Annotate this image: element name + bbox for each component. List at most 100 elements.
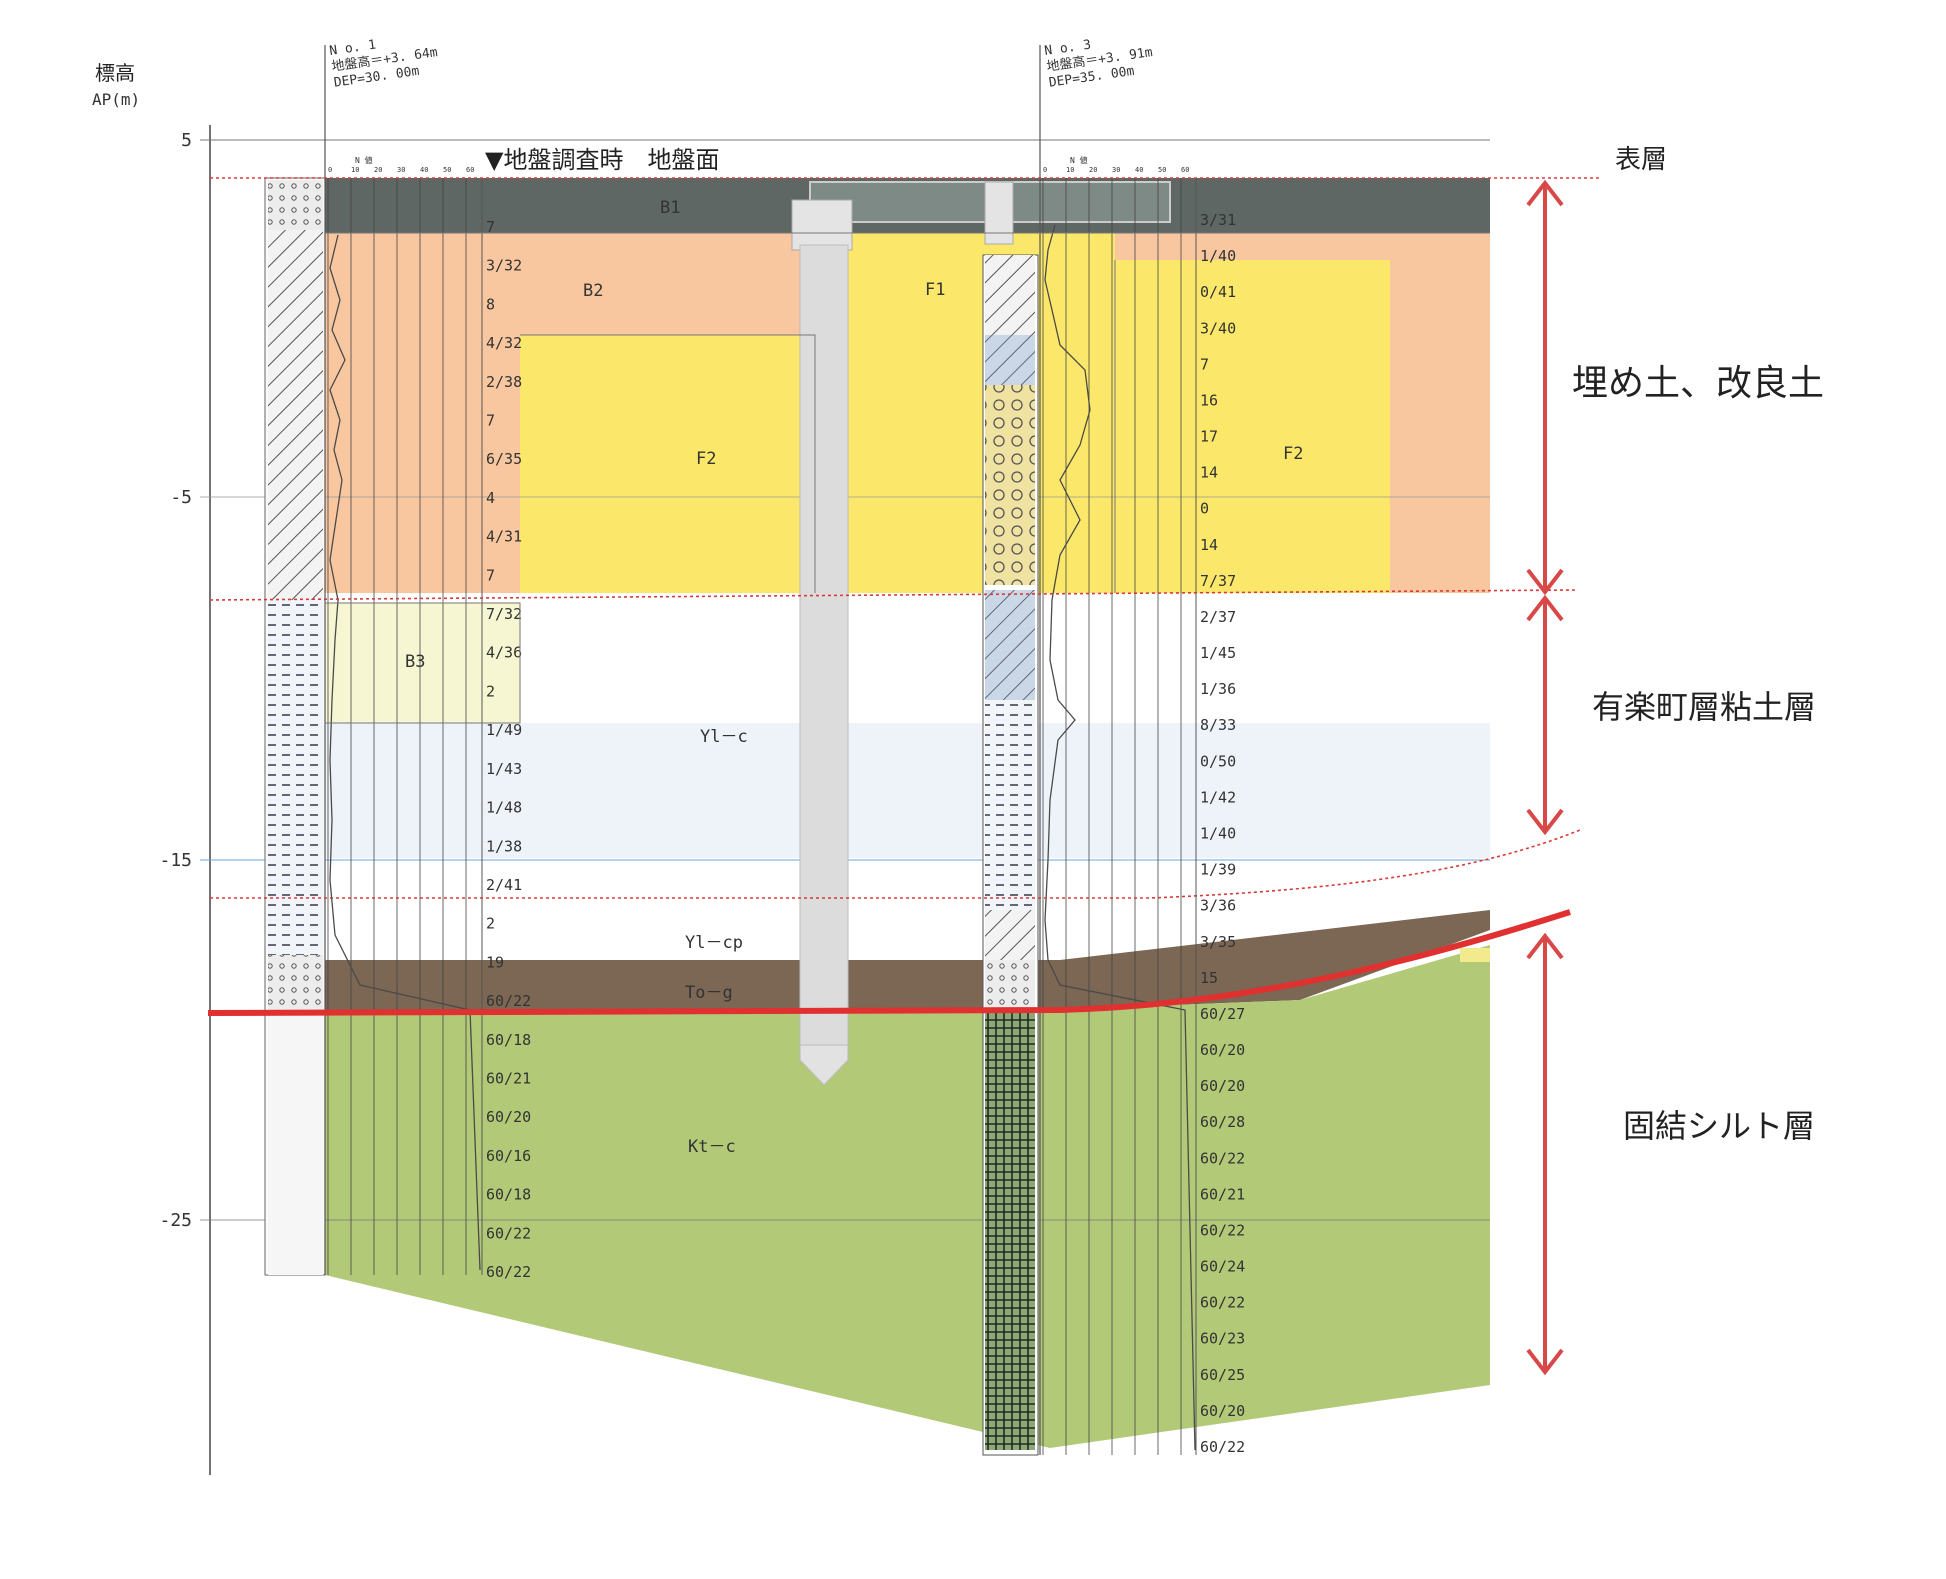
axis-title: 標高 (95, 61, 135, 85)
axis-tick--15: -15 (159, 850, 192, 871)
label-b1: B1 (660, 198, 680, 218)
n-value: 7/37 (1200, 572, 1236, 590)
scale-label: 60 (1181, 166, 1189, 174)
n-value: 1/38 (486, 837, 522, 855)
label-ylc: Yl－c (700, 727, 748, 747)
borehole-no1-id: N o. 1 (328, 38, 377, 59)
scale-label: 10 (1066, 166, 1074, 174)
footing-left (791, 199, 853, 251)
n-value: 60/22 (486, 1263, 531, 1281)
scale-label: 20 (374, 166, 382, 174)
label-ylcp: Yl－cp (685, 933, 743, 953)
n-value: 7 (486, 412, 495, 430)
arrow-fill (1526, 179, 1564, 596)
n-value: 60/16 (486, 1147, 531, 1165)
scale-label: 40 (420, 166, 428, 174)
zone-silt-label: 固結シルト層 (1623, 1107, 1815, 1145)
n-value: 7 (1200, 355, 1209, 373)
n-value: 0/50 (1200, 752, 1236, 770)
silt-top-solid-line (207, 909, 1571, 1016)
n-value: 16 (1200, 391, 1218, 409)
scale-label: 40 (1135, 166, 1143, 174)
borehole-no1-n-curve (329, 234, 481, 1271)
n-value: 60/21 (486, 1069, 531, 1087)
borehole-no3-n-curve (1044, 224, 1196, 1451)
scale-label: 30 (1112, 166, 1120, 174)
n-value: 1/45 (1200, 644, 1236, 662)
borehole-no3-n-label: N 値 (1070, 155, 1088, 165)
layer-small-yellow (1460, 948, 1490, 962)
n-value: 4 (486, 489, 495, 507)
scale-label: 60 (466, 166, 474, 174)
arrow-silt (1526, 932, 1564, 1376)
n-value: 8/33 (1200, 716, 1236, 734)
n-value: 3/32 (486, 257, 522, 275)
label-f2-right: F2 (1283, 444, 1303, 464)
n-value: 60/20 (486, 1108, 531, 1126)
n-value: 17 (1200, 428, 1218, 446)
survey-ground-note: ▼地盤調査時 地盤面 (485, 146, 719, 174)
zone-fill-label: 埋め土、改良土 (1572, 363, 1824, 404)
n-value: 19 (486, 953, 504, 971)
left-symbol-column (264, 177, 326, 1276)
label-tog: To－g (685, 983, 733, 1003)
clay-bottom-dotted-line (210, 829, 1581, 899)
scale-label: 0 (1043, 166, 1047, 174)
n-value: 1/40 (1200, 247, 1236, 265)
label-f1: F1 (925, 280, 945, 300)
n-value: 0/41 (1200, 283, 1236, 301)
n-value: 3/40 (1200, 319, 1236, 337)
axis-tick-5: 5 (181, 130, 192, 151)
n-value: 15 (1200, 969, 1218, 987)
n-value: 4/32 (486, 334, 522, 352)
layer-f1 (800, 233, 1115, 593)
n-value: 60/25 (1200, 1366, 1245, 1384)
red-guide-lines (207, 177, 1600, 1016)
n-value: 60/28 (1200, 1113, 1245, 1131)
n-value: 1/42 (1200, 788, 1236, 806)
arrow-clay (1526, 594, 1564, 836)
n-value: 7 (486, 566, 495, 584)
layer-f2-left (520, 335, 815, 593)
borehole-no1-n-values: 73/3284/322/3876/3544/3177/324/3621/491/… (486, 218, 531, 1281)
scale-label: 10 (351, 166, 359, 174)
layer-f2-right (1115, 260, 1390, 593)
borehole-no3-n-values: 3/311/400/413/4071617140147/372/371/451/… (1200, 211, 1245, 1456)
pile-tip (799, 1044, 849, 1086)
n-value: 2/41 (486, 876, 522, 894)
n-value: 60/24 (1200, 1258, 1245, 1276)
n-value: 14 (1200, 464, 1218, 482)
label-ktc: Kt－c (688, 1137, 736, 1157)
scale-label: 50 (443, 166, 451, 174)
n-value: 60/18 (486, 1186, 531, 1204)
n-value: 0 (1200, 500, 1209, 518)
n-value: 60/20 (1200, 1077, 1245, 1095)
scale-label: 30 (397, 166, 405, 174)
n-value: 4/36 (486, 644, 522, 662)
borehole-no3-column (982, 45, 1041, 1456)
n-value: 60/23 (1200, 1330, 1245, 1348)
borehole-no1-header: N o. 1 地盤高＝+3. 64m DEP=30. 00m (328, 38, 438, 91)
pile-shaft (799, 244, 849, 1046)
n-value: 60/27 (1200, 1005, 1245, 1023)
n-value: 4/31 (486, 528, 522, 546)
n-value: 1/40 (1200, 825, 1236, 843)
layer-to-g (325, 910, 1490, 1010)
strata-labels: B1 B2 F1 F2 F2 B3 Yl－c Yl－cp To－g Kt－c (405, 198, 1303, 1157)
n-value: 60/22 (486, 992, 531, 1010)
n-value: 60/20 (1200, 1041, 1245, 1059)
n-value: 2/38 (486, 373, 522, 391)
label-f2-left: F2 (696, 449, 716, 469)
zone-arrows (1526, 179, 1564, 1376)
scale-label: 50 (1158, 166, 1166, 174)
n-value: 1/48 (486, 799, 522, 817)
axis-tick--5: -5 (170, 487, 192, 508)
n-value: 7 (486, 218, 495, 236)
footing-right (984, 181, 1014, 245)
label-b3: B3 (405, 652, 425, 672)
layer-kt-c (325, 945, 1490, 1448)
zone-surface-label: 表層 (1615, 145, 1667, 175)
